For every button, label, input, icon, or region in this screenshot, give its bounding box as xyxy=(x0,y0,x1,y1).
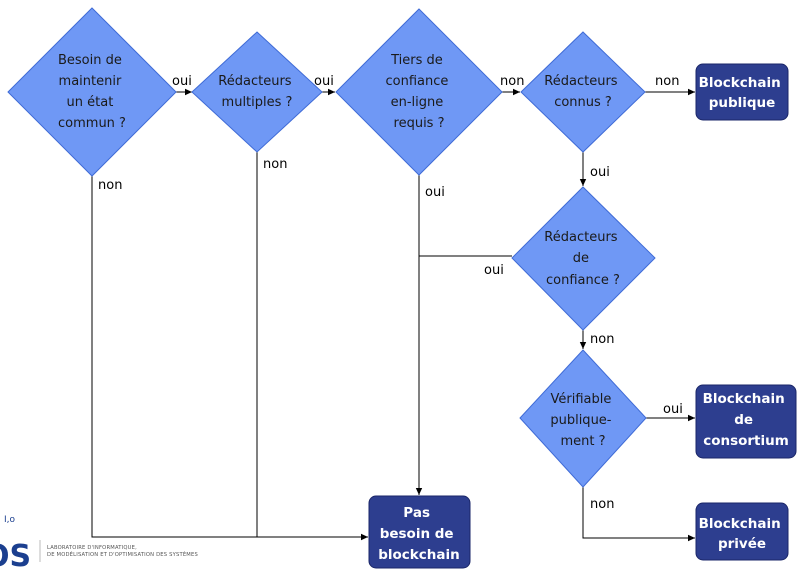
terminal-text: Pas besoin de blockchain xyxy=(378,505,460,563)
terminal-text: Blockchain publique xyxy=(699,75,786,111)
decision-redacteurs-multiples: Rédacteurs multiples ? xyxy=(191,31,323,153)
connectors xyxy=(91,88,695,542)
decision-text: Tiers de confiance en-ligne requis ? xyxy=(385,53,452,131)
label-connus-to-confiance: oui xyxy=(590,165,610,180)
label-multiples-to-tiers: oui xyxy=(314,74,334,89)
logo-line-1: LABORATOIRE D'INFORMATIQUE, xyxy=(47,545,137,551)
decision-text: Rédacteurs multiples ? xyxy=(218,74,295,110)
terminal-pas-besoin-blockchain: Pas besoin de blockchain xyxy=(368,495,471,569)
decision-redacteurs-confiance: Rédacteurs de confiance ? xyxy=(511,186,656,331)
decision-text: Vérifiable publique- ment ? xyxy=(550,392,615,449)
decision-text: Rédacteurs connus ? xyxy=(544,74,621,110)
decision-text: Rédacteurs de confiance ? xyxy=(544,230,621,288)
logo-line-2: DE MODÉLISATION ET D'OPTIMISATION DES SY… xyxy=(47,550,198,558)
edge-labels: oui oui non non oui non oui non non non … xyxy=(98,74,683,512)
edge-etat-to-pas-besoin xyxy=(91,176,368,541)
decision-redacteurs-connus: Rédacteurs connus ? xyxy=(520,31,646,153)
label-connus-to-publique: non xyxy=(655,74,679,89)
edge-verifiable-to-privee xyxy=(582,487,695,542)
label-tiers-to-pas-besoin: oui xyxy=(425,185,445,200)
label-multiples-to-pas-besoin: non xyxy=(263,157,287,172)
terminal-text: Blockchain de consortium xyxy=(703,391,790,449)
decision-text: Besoin de maintenir un état commun ? xyxy=(58,53,126,131)
limos-logo: OS I,o LABORATOIRE D'INFORMATIQUE, DE MO… xyxy=(0,515,198,571)
terminal-blockchain-privee: Blockchain privée xyxy=(695,502,789,561)
decision-tiers-confiance: Tiers de confiance en-ligne requis ? xyxy=(335,8,503,176)
terminal-blockchain-consortium: Blockchain de consortium xyxy=(695,384,797,459)
logo-mark: OS xyxy=(0,539,31,571)
label-etat-to-multiples: oui xyxy=(172,74,192,89)
logo-superscript: I,o xyxy=(4,515,16,525)
decision-etat-commun: Besoin de maintenir un état commun ? xyxy=(7,7,177,177)
label-confiance-to-verifiable: non xyxy=(590,332,614,347)
label-verifiable-to-privee: non xyxy=(590,497,614,512)
terminal-text: Blockchain privée xyxy=(699,516,786,552)
label-tiers-to-connus: non xyxy=(500,74,524,89)
label-etat-to-pas-besoin: non xyxy=(98,178,122,193)
terminal-blockchain-publique: Blockchain publique xyxy=(695,63,789,121)
label-verifiable-to-consortium: oui xyxy=(663,402,683,417)
label-confiance-to-pas-besoin: oui xyxy=(484,263,504,278)
decision-verifiable: Vérifiable publique- ment ? xyxy=(519,349,647,488)
